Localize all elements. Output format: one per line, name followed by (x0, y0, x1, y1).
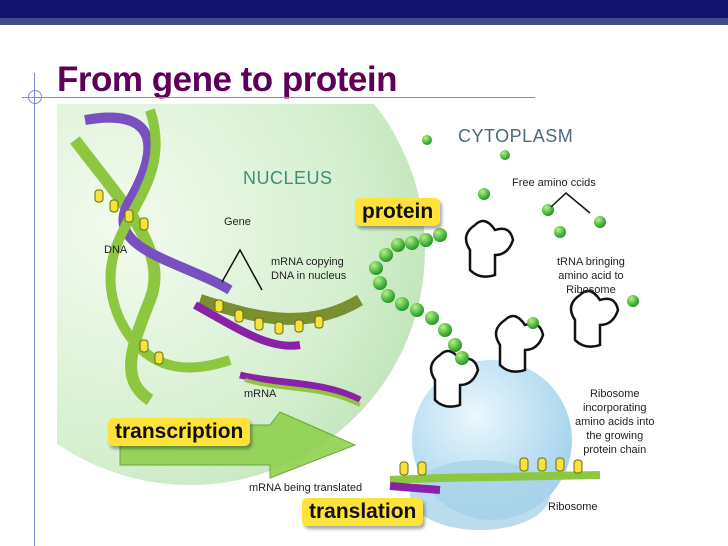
free-amino-pointer (550, 192, 591, 214)
dna-strand (105, 108, 232, 373)
dna-strand (70, 136, 161, 405)
gene-label: Gene (224, 216, 251, 228)
mrna-strand (239, 371, 362, 404)
dna-strand (84, 112, 233, 295)
gene-pointer (221, 248, 263, 291)
header-accent-bar (0, 18, 728, 25)
crosshair-ornament (28, 90, 42, 104)
translation-callout: translation (302, 498, 424, 526)
nucleus-label: NUCLEUS (243, 168, 333, 188)
free-amino-acids-label: Free amino ccids (512, 177, 596, 189)
header-bar (0, 0, 728, 18)
protein-callout: protein (355, 198, 441, 226)
mrna-strand (193, 301, 301, 350)
cytoplasm-label: CYTOPLASM (458, 126, 574, 146)
dna-label: DNA (104, 244, 128, 256)
trna-molecules (429, 219, 620, 408)
mrna-copying-label: mRNA copying DNA in nucleus (271, 256, 347, 282)
margin-line (34, 73, 35, 546)
slide-title: From gene to protein (57, 60, 398, 99)
mrna-label: mRNA (244, 388, 277, 400)
ribosome-label: Ribosome (548, 501, 598, 513)
ribosome-incorporating-label: Ribosome incorporating amino acids into … (575, 388, 655, 456)
protein-chain (369, 135, 639, 365)
mrna-translated-label: mRNA being translated (249, 482, 363, 494)
title-underline (22, 97, 535, 98)
transcription-callout: transcription (108, 418, 251, 446)
trna-label: tRNA bringing amino acid to Ribosome (557, 256, 625, 296)
mrna-translated-strand (389, 471, 601, 484)
